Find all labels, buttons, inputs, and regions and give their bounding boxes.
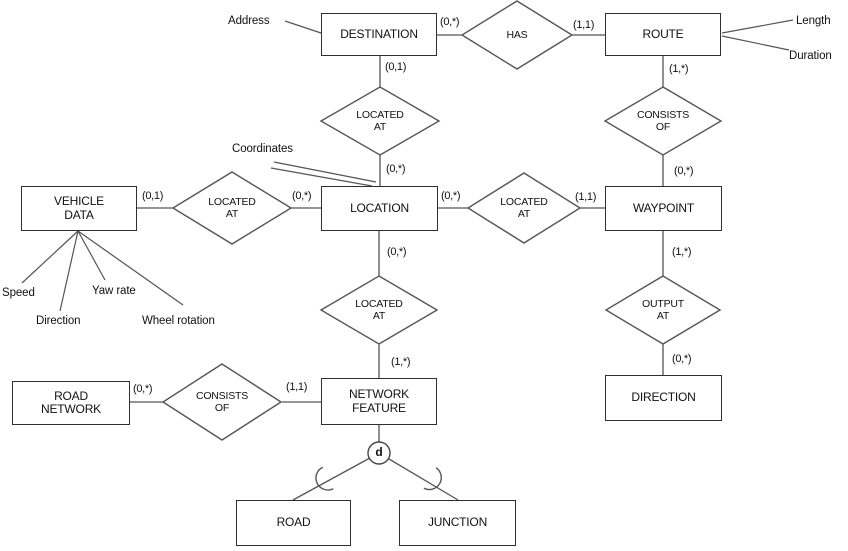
entity-destination: DESTINATION bbox=[321, 13, 437, 56]
cardinality-located-at-location-left: (0,*) bbox=[292, 190, 312, 202]
attribute-coordinates: Coordinates bbox=[232, 143, 293, 155]
specialization-lines bbox=[292, 452, 459, 501]
relationship-diamond-located-at-destination bbox=[319, 86, 441, 156]
coordinates-double-line bbox=[270, 167, 373, 187]
attribute-yaw-rate: Yaw rate bbox=[92, 285, 136, 297]
entity-label: DIRECTION bbox=[631, 390, 696, 405]
relationship-label-located-at-destination: LOCATED AT bbox=[356, 109, 404, 133]
relationship-label-located-at-network: LOCATED AT bbox=[355, 298, 403, 322]
attribute-speed: Speed bbox=[2, 287, 35, 299]
cardinality-destination-located-at: (0,1) bbox=[385, 61, 407, 73]
entity-label: NETWORK bbox=[41, 402, 101, 416]
entity-label: NETWORK bbox=[349, 387, 409, 401]
cardinality-consists-of-waypoint: (0,*) bbox=[674, 165, 694, 177]
relationship-diamond-consists-of-network bbox=[161, 363, 283, 441]
entity-label: ROAD bbox=[276, 515, 311, 530]
relationship-label-output-at: OUTPUT AT bbox=[642, 298, 684, 322]
cardinality-road-network-consists-of: (0,*) bbox=[133, 383, 153, 395]
attribute-direction: Direction bbox=[36, 315, 81, 327]
relationship-diamond-located-at-waypoint bbox=[466, 172, 582, 244]
attribute-leader-lines bbox=[21, 19, 794, 312]
connector-lines bbox=[130, 34, 664, 443]
cardinality-vehicle-data-located-at: (0,1) bbox=[142, 190, 164, 202]
entity-label: ROUTE bbox=[642, 26, 684, 41]
cardinality-route-consists-of: (1,*) bbox=[669, 63, 689, 75]
relationship-label-has: HAS bbox=[506, 29, 528, 41]
relationship-label-located-at-waypoint: LOCATED AT bbox=[500, 196, 548, 220]
attribute-duration: Duration bbox=[789, 50, 832, 62]
coordinates-double-line bbox=[273, 161, 377, 183]
entity-direction: DIRECTION bbox=[605, 375, 722, 421]
cardinality-located-at-location-top: (0,*) bbox=[386, 163, 406, 175]
entity-road: ROAD bbox=[236, 500, 351, 546]
relationship-diamond-consists-of-route bbox=[603, 86, 723, 156]
relationship-diamond-located-at-network bbox=[319, 275, 439, 345]
attribute-address: Address bbox=[228, 15, 270, 27]
cardinality-located-at-network-feature: (1,*) bbox=[391, 356, 411, 368]
cardinality-location-located-at-mid: (0,*) bbox=[441, 190, 461, 202]
entity-label: DESTINATION bbox=[340, 26, 418, 41]
entity-label: FEATURE bbox=[352, 400, 406, 415]
entity-label: WAYPOINT bbox=[632, 200, 695, 215]
entity-label: LOCATION bbox=[350, 200, 409, 215]
cardinality-consists-of-network-feature: (1,1) bbox=[286, 381, 308, 393]
relationship-diamond-located-at-vehicle bbox=[171, 171, 293, 245]
specialization-d-label: d bbox=[375, 445, 383, 459]
relationship-diamond-output-at bbox=[604, 275, 722, 345]
attribute-length: Length bbox=[796, 15, 831, 27]
entity-network-feature: NETWORK FEATURE bbox=[321, 378, 437, 425]
specialization-circle bbox=[367, 441, 391, 465]
relationship-label-located-at-vehicle: LOCATED AT bbox=[208, 196, 256, 220]
cardinality-located-at-waypoint-right: (1,1) bbox=[575, 191, 597, 203]
subset-symbol-road bbox=[315, 466, 334, 491]
relationship-label-consists-of-route: CONSISTS OF bbox=[636, 109, 690, 133]
subset-symbol-junction bbox=[423, 467, 442, 491]
entity-location: LOCATION bbox=[321, 186, 438, 231]
subset-symbols bbox=[315, 466, 442, 491]
entity-waypoint: WAYPOINT bbox=[605, 186, 722, 231]
cardinality-output-at-direction: (0,*) bbox=[672, 353, 692, 365]
entity-road-network: ROAD NETWORK bbox=[12, 381, 130, 425]
entity-label: ROAD bbox=[54, 388, 88, 403]
entity-label: VEHICLE bbox=[54, 194, 104, 208]
relationship-label-consists-of-network: CONSISTS OF bbox=[195, 390, 249, 414]
attribute-wheel-rotation: Wheel rotation bbox=[142, 315, 215, 327]
entity-junction: JUNCTION bbox=[399, 500, 516, 546]
entity-route: ROUTE bbox=[605, 13, 721, 56]
cardinality-has-route: (1,1) bbox=[573, 19, 595, 31]
relationship-diamond-has bbox=[460, 0, 574, 70]
cardinality-location-located-at-bottom: (0,*) bbox=[387, 246, 407, 258]
relationship-diamonds bbox=[161, 0, 723, 441]
entity-label: JUNCTION bbox=[427, 515, 488, 530]
cardinality-destination-has: (0,*) bbox=[440, 16, 460, 28]
entity-label: DATA bbox=[64, 207, 94, 222]
cardinality-waypoint-output-at: (1,*) bbox=[672, 246, 692, 258]
entity-vehicle-data: VEHICLE DATA bbox=[21, 186, 137, 231]
